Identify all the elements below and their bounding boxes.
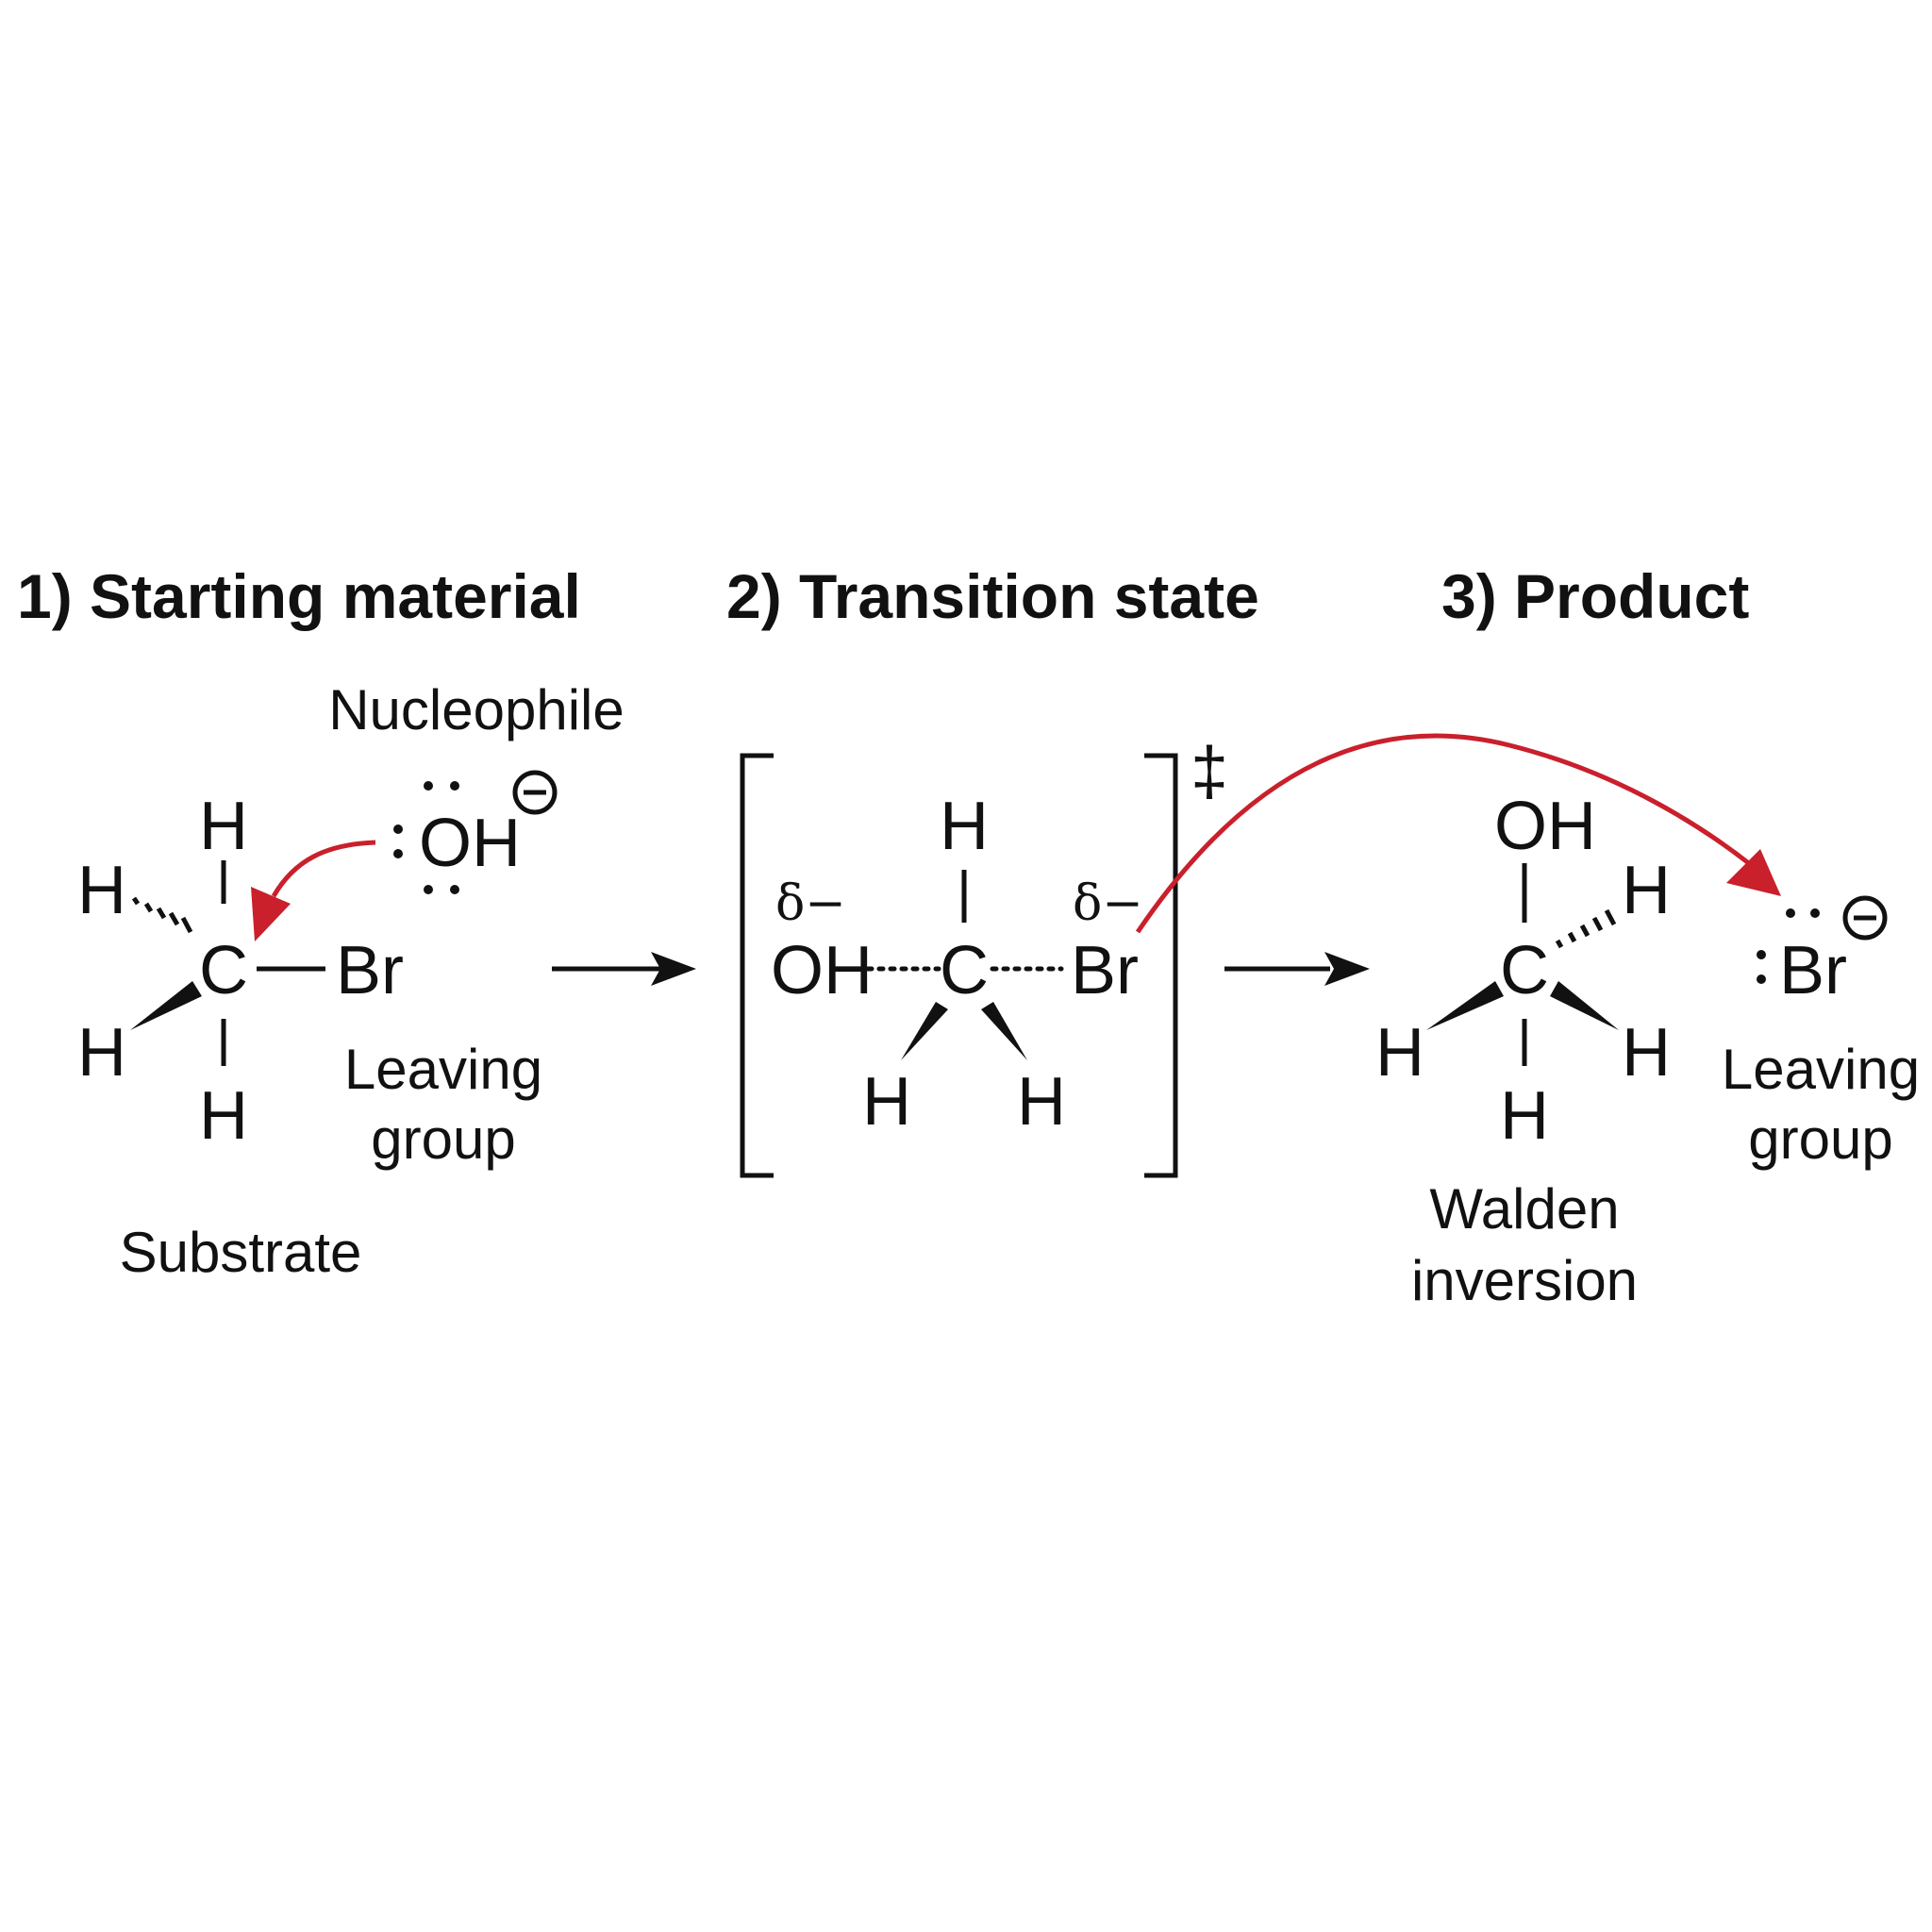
leaving-group-label-line2: group <box>371 1108 515 1171</box>
hydrogen-atom-left: H <box>1375 1015 1424 1091</box>
nucleophile-label: Nucleophile <box>328 678 625 741</box>
hydrogen-atom-left: H <box>862 1064 911 1140</box>
reaction-arrow-2 <box>1224 952 1370 986</box>
leaving-group-label-line1: Leaving <box>1722 1038 1920 1101</box>
hydrogen-atom-bottom: H <box>199 1078 248 1154</box>
negative-charge-icon <box>512 770 558 815</box>
left-bracket <box>740 753 774 1178</box>
nucleophilic-attack-arrow <box>271 840 376 898</box>
reaction-arrow-1 <box>552 952 696 986</box>
partial-charge-bromine: δ− <box>1073 875 1143 932</box>
carbon-atom: C <box>199 933 248 1008</box>
carbon-atom: C <box>1500 933 1549 1008</box>
hydrogen-atom-top: H <box>199 789 248 864</box>
carbon-atom: C <box>940 933 989 1008</box>
hydrogen-atom-right: H <box>1622 1015 1671 1091</box>
hashed-bond <box>131 896 193 934</box>
heading-starting-material: 1) Starting material <box>17 561 581 631</box>
hydrogen-atom-right: H <box>1017 1064 1066 1140</box>
double-dagger-symbol: ‡ <box>1191 734 1228 809</box>
partial-charge-oxygen: δ− <box>775 875 846 932</box>
arrowhead-icon <box>251 887 291 941</box>
lone-pair-dot <box>1757 950 1766 959</box>
walden-inversion-label-line2: inversion <box>1411 1249 1638 1312</box>
lone-pair-dot <box>1786 908 1795 918</box>
wedge-bond <box>130 981 202 1030</box>
hydrogen-atom-top: H <box>940 789 989 864</box>
transition-state: ‡ δ− δ− OH C Br H H H <box>740 734 1228 1178</box>
wedge-bond-right <box>1550 981 1619 1030</box>
heading-transition-state: 2) Transition state <box>726 561 1259 631</box>
lone-pair-dot <box>1810 908 1820 918</box>
arrowhead-icon <box>1726 849 1781 896</box>
bromine-atom: Br <box>1071 933 1139 1008</box>
lone-pair-dot <box>393 849 403 858</box>
hydroxide-nucleophile: OH <box>393 770 558 894</box>
hydroxyl-group: OH <box>1494 789 1596 864</box>
right-bracket <box>1144 753 1178 1178</box>
lone-pair-dot <box>450 885 459 894</box>
bromide-br: Br <box>1779 933 1847 1008</box>
product: OH C H H H H Walden inversion Br <box>1375 789 1920 1312</box>
lone-pair-dot <box>424 781 433 791</box>
negative-charge-icon <box>1842 895 1888 941</box>
bromine-atom: Br <box>336 933 404 1008</box>
hydroxide-oh: OH <box>419 806 521 881</box>
lone-pair-dot <box>393 824 403 834</box>
hashed-bond <box>1555 908 1617 949</box>
lone-pair-dot <box>424 885 433 894</box>
wedge-bond-right <box>981 1002 1027 1060</box>
lone-pair-dot <box>1757 974 1766 984</box>
leaving-group-label-line1: Leaving <box>344 1038 542 1101</box>
hydrogen-atom-hashed: H <box>1622 853 1671 928</box>
substrate-label: Substrate <box>120 1221 362 1284</box>
hydroxide-partial-bond: OH <box>771 933 873 1008</box>
hydrogen-atom-bottom: H <box>1500 1078 1549 1154</box>
leaving-group-arrow <box>1135 733 1757 934</box>
starting-material: Nucleophile OH C H H H <box>77 678 625 1284</box>
wedge-bond-left <box>901 1002 948 1060</box>
lone-pair-dot <box>450 781 459 791</box>
heading-product: 3) Product <box>1441 561 1749 631</box>
hydrogen-atom-wedged: H <box>77 1015 126 1091</box>
wedge-bond-left <box>1426 981 1504 1030</box>
bromide-ion: Br <box>1757 895 1888 1008</box>
walden-inversion-label-line1: Walden <box>1429 1177 1619 1241</box>
hydrogen-atom-hashed: H <box>77 853 126 928</box>
leaving-group-label-line2: group <box>1748 1108 1892 1171</box>
